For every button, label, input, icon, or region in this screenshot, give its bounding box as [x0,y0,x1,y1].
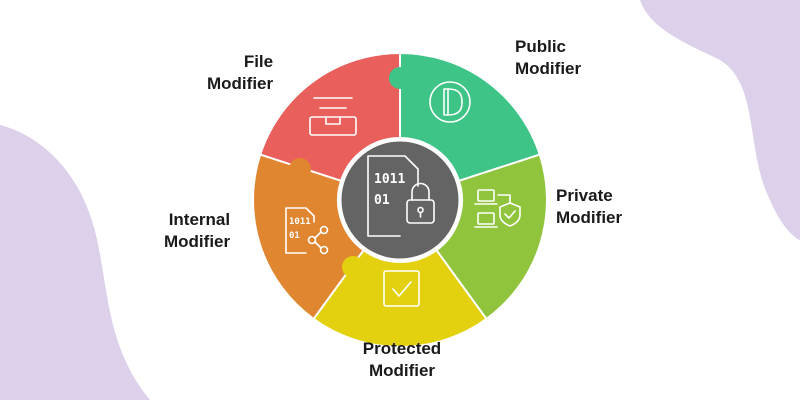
private-label-line2: Modifier [556,208,623,227]
secure-computers-icon [474,189,521,228]
protected-internal-puzzle-knob [342,256,364,278]
private-protected-puzzle-knob [456,252,478,274]
center-circle [338,138,462,262]
file-modifier-label: File Modifier [207,51,273,95]
binary-share-icon: 1011 01 [285,207,329,255]
internal-modifier-label: Internal Modifier [164,209,230,253]
bottom-left-blob [0,125,150,400]
currency-coin-icon [429,81,471,123]
public-modifier-segment [399,51,542,183]
private-label-line1: Private [556,186,613,205]
private-modifier-segment [435,153,548,321]
private-modifier-label: Private Modifier [556,185,622,229]
internal-label-line2: Modifier [164,232,231,251]
top-right-blob [640,0,800,240]
binary-lock-icon: 1011 01 [367,155,435,237]
internal-modifier-segment [252,153,365,321]
public-modifier-label: Public Modifier [515,36,581,80]
file-label-line1: File [243,52,274,71]
internal-label-line1: Internal [168,210,231,229]
modifier-ring [252,51,548,348]
checkbox-icon [383,270,420,307]
center-binary-line2: 01 [374,193,390,208]
internal-binary-line2: 01 [289,231,300,241]
public-label-line1: Public [515,37,567,56]
file-label-line2: Modifier [207,74,274,93]
internal-binary-line1: 1011 [289,217,311,227]
public-private-puzzle-knob [482,141,504,163]
protected-label-line1: Protected [362,339,442,358]
center-binary-line1: 1011 [374,172,405,187]
browser-window-icon [309,97,357,136]
internal-file-puzzle-knob [289,158,311,180]
protected-label-line2: Modifier [368,361,436,380]
file-public-puzzle-knob [389,67,411,89]
protected-modifier-label: Protected Modifier [337,338,467,382]
public-label-line2: Modifier [515,59,582,78]
